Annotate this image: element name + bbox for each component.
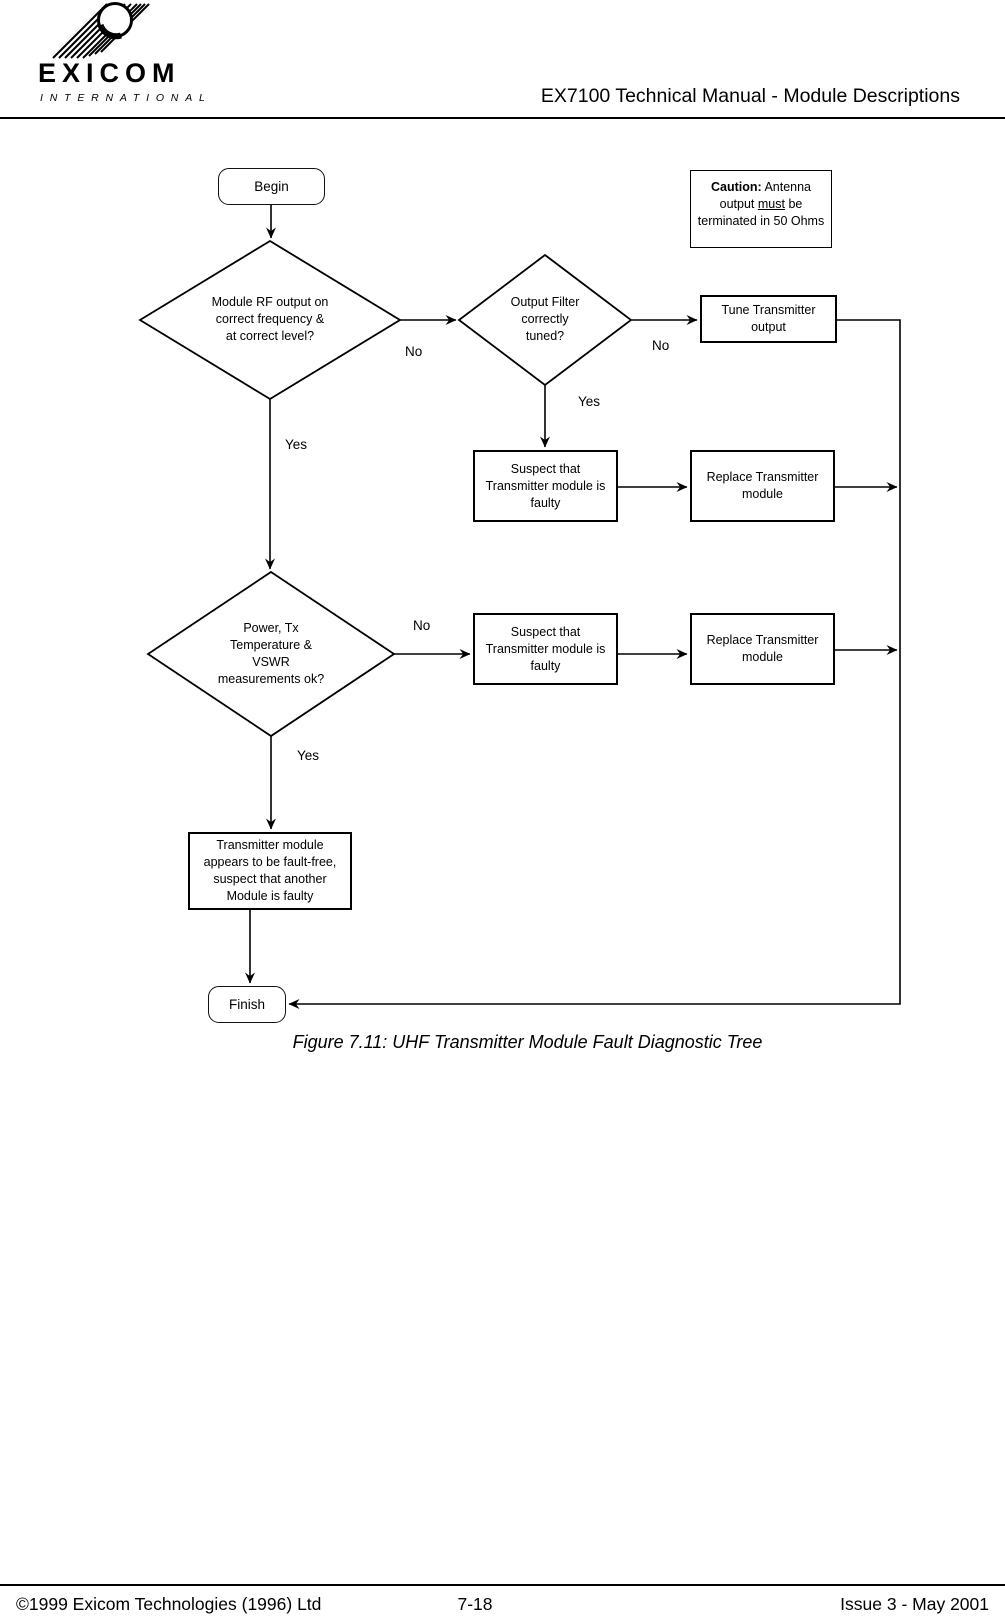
node-suspect-faulty-2: Suspect that Transmitter module is fault… — [473, 613, 618, 685]
brand-subtitle: INTERNATIONAL — [40, 92, 212, 104]
edge-label-yes-power: Yes — [297, 748, 320, 763]
edge-label-no-filter: No — [652, 338, 670, 353]
brand-name: EXICOM — [38, 58, 181, 88]
footer-rule — [0, 1584, 1005, 1586]
decision-output-filter-text: Output Filter correctly tuned? — [510, 295, 580, 343]
caution-label: Caution: — [710, 180, 762, 194]
edge-label-no-power: No — [413, 618, 431, 633]
figure-caption: Figure 7.11: UHF Transmitter Module Faul… — [292, 1032, 763, 1052]
node-suspect-faulty-1: Suspect that Transmitter module is fault… — [473, 450, 618, 522]
decision-module-rf-text: Module RF output on correct frequency & … — [211, 295, 329, 343]
node-begin: Begin — [218, 168, 325, 205]
caution-seg2: be terminated in 50 Ohms — [697, 197, 825, 228]
caution-seg1: Antenna output — [719, 180, 812, 211]
edge-return-to-finish — [288, 319, 901, 1009]
node-fault-free: Transmitter module appears to be fault-f… — [188, 832, 352, 910]
edge-label-no-rf: No — [405, 344, 423, 359]
header-rule — [0, 117, 1005, 119]
node-caution: Caution: Antenna output must be terminat… — [690, 170, 832, 248]
edge-label-yes-filter: Yes — [578, 394, 601, 409]
caution-underlined: must — [757, 197, 785, 211]
footer-copyright: ©1999 Exicom Technologies (1996) Ltd — [16, 1594, 322, 1614]
node-replace-module-1: Replace Transmitter module — [690, 450, 835, 522]
node-finish: Finish — [208, 986, 286, 1023]
node-tune-transmitter: Tune Transmitter output — [700, 295, 837, 343]
node-replace-module-2: Replace Transmitter module — [690, 613, 835, 685]
flowchart-canvas — [138, 205, 901, 1009]
comet-logo-icon — [52, 2, 150, 59]
footer-issue: Issue 3 - May 2001 — [840, 1594, 989, 1614]
page-title: EX7100 Technical Manual - Module Descrip… — [540, 85, 960, 107]
footer-page-number: 7-18 — [457, 1594, 493, 1614]
decision-power-vswr-text: Power, Tx Temperature & VSWR measurement… — [217, 621, 325, 686]
edge-label-yes-rf: Yes — [285, 437, 308, 452]
